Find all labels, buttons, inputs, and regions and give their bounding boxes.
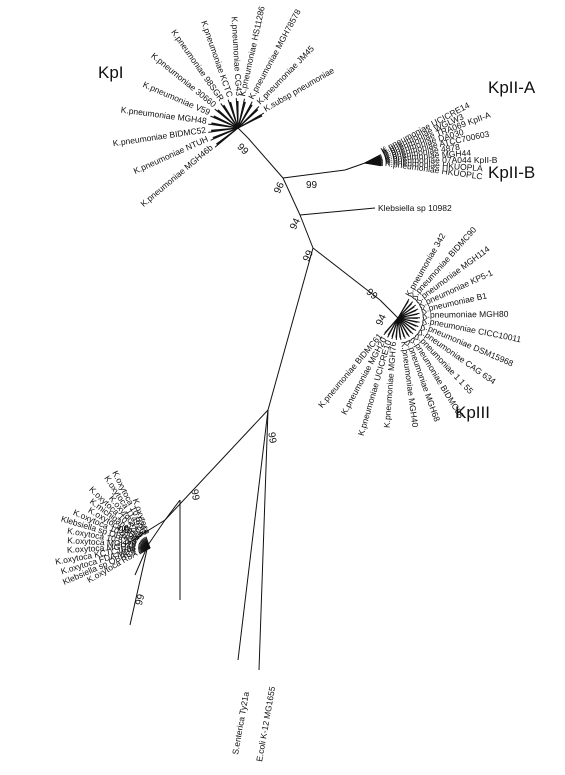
leaf-branch: [217, 109, 239, 129]
oxytoca-fan: [137, 536, 151, 555]
leaf-branch: [397, 313, 418, 319]
leaf-branch: [397, 306, 415, 319]
branch: [299, 214, 314, 249]
leaf-label: K.oxytoca MGH28: [67, 535, 137, 549]
branch: [282, 177, 301, 216]
bootstrap-value: 99: [118, 525, 130, 536]
leaf-branch: [397, 317, 415, 331]
clade-label-kpii-b: KpII-B: [488, 163, 535, 182]
leaf-branch: [237, 104, 253, 129]
leaf-label: K.pneumoniae 07A044 KpII-B: [385, 155, 498, 165]
leaf-branch: [397, 300, 409, 319]
leaf-branch: [216, 127, 239, 145]
leaf-branch: [397, 317, 417, 327]
branch: [124, 519, 166, 546]
bootstrap-value: 96: [272, 180, 287, 195]
branch: [164, 409, 269, 521]
bootstrap-value: 99: [134, 593, 148, 607]
leaf-branch: [397, 309, 417, 319]
leaf-branch: [397, 317, 401, 338]
bootstrap-value: 94: [374, 312, 389, 327]
clade-label-kpiii: KpIII: [455, 403, 490, 422]
kpii-fan: [364, 154, 383, 167]
bootstrap-value: 99: [188, 488, 201, 501]
leaf-branch: [223, 104, 239, 129]
leaf-branch: [211, 122, 239, 129]
leaf-branch: [211, 127, 239, 131]
leaf-branch: [391, 317, 399, 337]
bootstrap-value: 99: [301, 248, 316, 263]
leaf-label: K.oxytoca MGH42: [67, 541, 137, 555]
leaf-branch: [397, 317, 405, 338]
leaf-branch: [145, 536, 151, 549]
branch: [344, 162, 366, 171]
branch: [237, 127, 249, 139]
leaf-label: K.pneumoniae MGH80: [422, 309, 509, 320]
branch: [299, 207, 376, 216]
kpi-fan: [208, 98, 265, 148]
branch: [147, 519, 166, 546]
leaf-label: K.pneumoniae CG43: [230, 16, 245, 96]
leaf-branch: [213, 115, 239, 129]
leaf-branch: [237, 115, 263, 129]
leaf-branch: [397, 317, 409, 336]
kpiii-fan: [383, 298, 421, 340]
branch: [282, 169, 346, 179]
branch: [258, 409, 269, 671]
leaf-branch: [387, 317, 399, 336]
tree-branches: [124, 127, 399, 671]
branch: [129, 544, 149, 626]
leaf-label: E.coli K-12 MG1655: [254, 685, 277, 762]
leaf-branch: [397, 317, 412, 334]
leaf-label: S.enterica Ty21a: [230, 691, 251, 756]
leaf-branch: [397, 303, 413, 319]
branch: [247, 137, 284, 179]
leaf-branch: [212, 127, 239, 139]
leaf-branch: [397, 317, 418, 323]
leaf-branch: [237, 101, 246, 129]
branch: [312, 247, 381, 301]
leaf-branch: [395, 317, 399, 338]
bootstrap-value: 99: [265, 431, 278, 444]
clade-label-kpii-a: KpII-A: [488, 78, 536, 97]
branch: [379, 299, 399, 319]
leaf-branch: [230, 101, 239, 129]
bootstrap-value: 99: [235, 142, 251, 158]
branch: [164, 499, 181, 521]
bootstrap-value: 99: [306, 180, 318, 191]
leaf-label: Klebsiella sp 10982: [378, 203, 452, 213]
leaf-branch: [364, 162, 382, 167]
branch: [267, 247, 314, 411]
clade-label-kpi: KpI: [98, 63, 124, 82]
leaf-branch: [384, 317, 399, 334]
bootstrap-value: 94: [288, 216, 303, 231]
branch: [237, 409, 269, 661]
leaf-branch: [237, 109, 259, 129]
